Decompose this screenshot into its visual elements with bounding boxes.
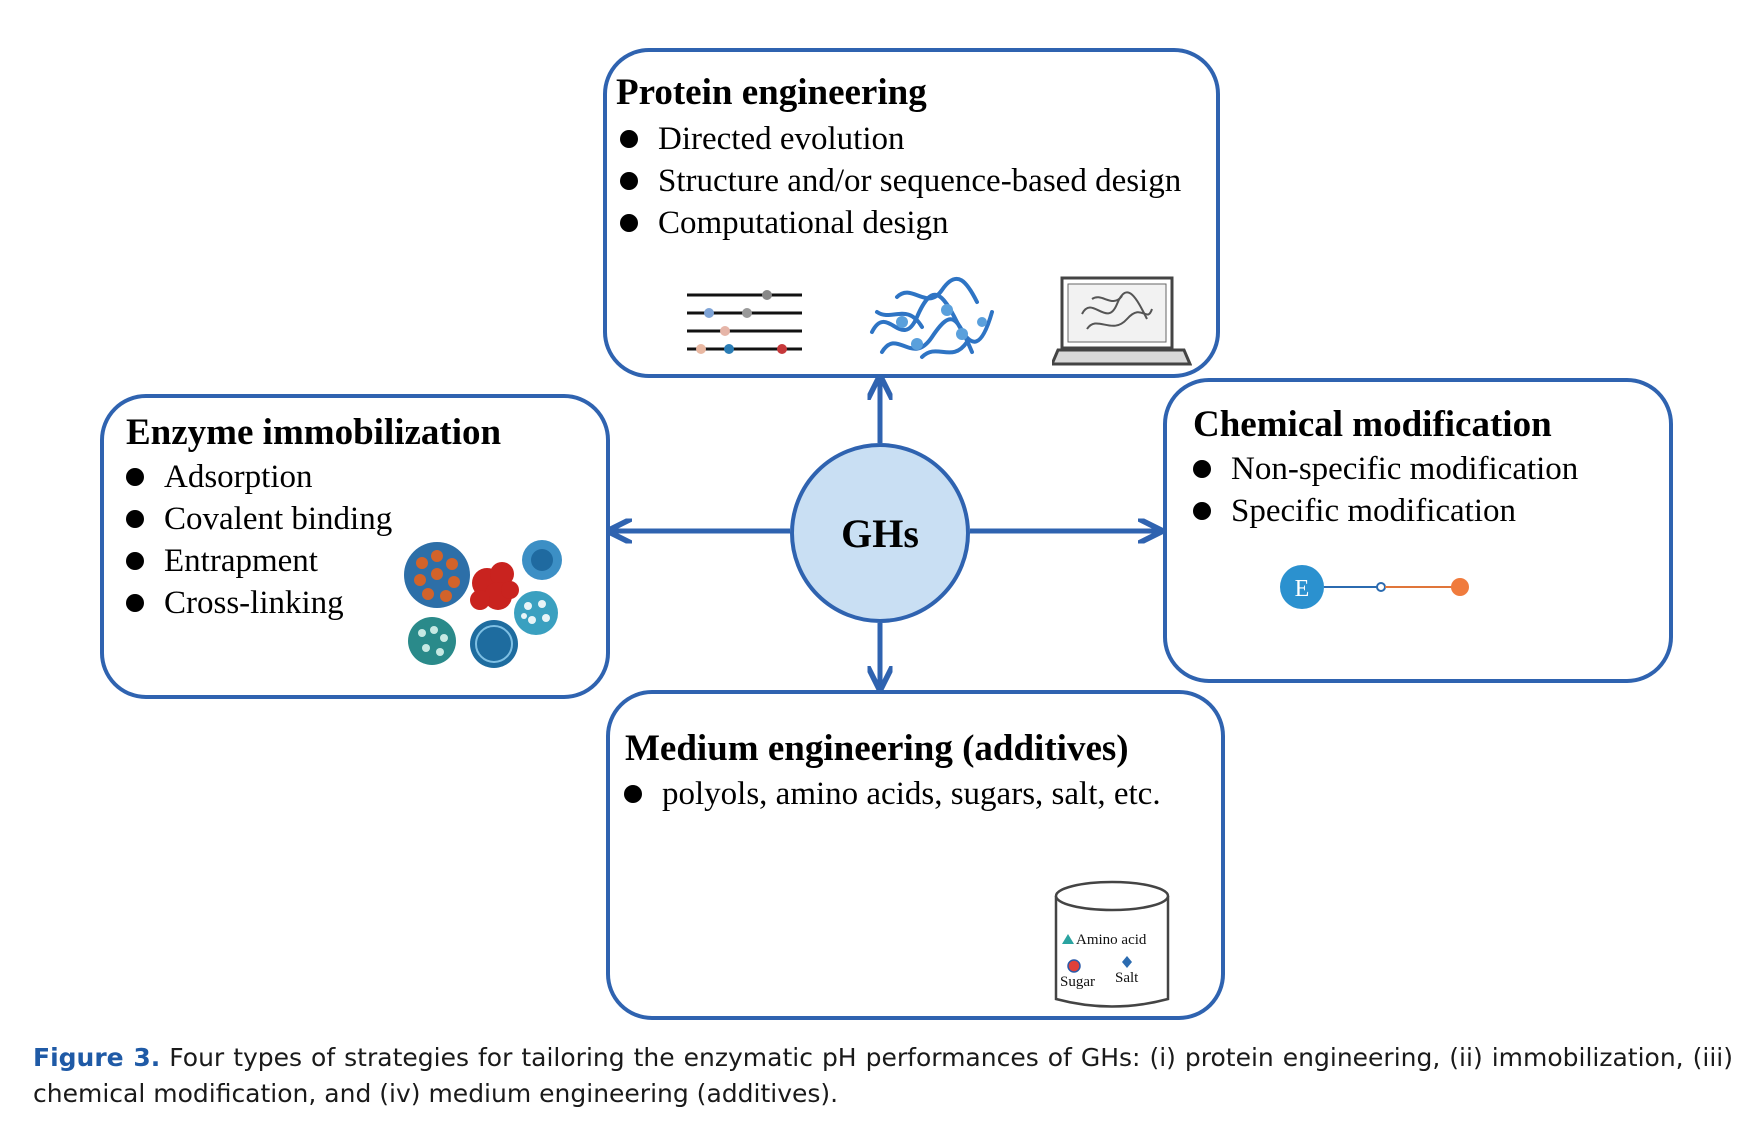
list-item: Structure and/or sequence-based design xyxy=(616,160,1181,202)
medium-engineering-list: polyols, amino acids, sugars, salt, etc. xyxy=(620,773,1161,815)
mutation-lines-icon xyxy=(687,290,802,354)
chemical-modification-box: Chemical modification Non-specific modif… xyxy=(1163,378,1673,683)
laptop-icon xyxy=(1052,276,1192,366)
medium-engineering-title: Medium engineering (additives) xyxy=(625,728,1129,769)
list-item: Covalent binding xyxy=(122,498,392,540)
salt-label: Salt xyxy=(1115,970,1139,986)
sugar-label: Sugar xyxy=(1060,974,1095,990)
medium-engineering-box: Medium engineering (additives) polyols, … xyxy=(606,690,1225,1020)
list-item: Entrapment xyxy=(122,540,392,582)
additive-container-icon: Amino acid Sugar Salt xyxy=(1054,880,1170,1008)
enzyme-immobilization-list: Adsorption Covalent binding Entrapment C… xyxy=(122,456,392,624)
amino-acid-label: Amino acid xyxy=(1076,932,1147,948)
enzyme-label: E xyxy=(1295,576,1310,602)
caption-text: Four types of strategies for tailoring t… xyxy=(33,1043,1733,1108)
list-item: Computational design xyxy=(616,202,1181,244)
enzyme-immobilization-box: Enzyme immobilization Adsorption Covalen… xyxy=(100,394,610,699)
figure-caption: Figure 3. Four types of strategies for t… xyxy=(33,1040,1733,1112)
protein-structure-icon xyxy=(870,276,994,359)
ghs-hub: GHs xyxy=(790,443,970,623)
list-item: Cross-linking xyxy=(122,582,392,624)
enzyme-immobilization-title: Enzyme immobilization xyxy=(126,412,502,453)
protein-engineering-box: Protein engineering Directed evolution S… xyxy=(603,48,1220,378)
protein-engineering-list: Directed evolution Structure and/or sequ… xyxy=(616,118,1181,244)
list-item: Specific modification xyxy=(1189,490,1578,532)
chemical-modification-title: Chemical modification xyxy=(1193,404,1552,445)
immobilized-particles-icon xyxy=(404,540,562,668)
chemical-modification-list: Non-specific modification Specific modif… xyxy=(1189,448,1578,532)
enzyme-conjugate-icon: E xyxy=(1280,565,1469,609)
list-item: Non-specific modification xyxy=(1189,448,1578,490)
protein-engineering-title: Protein engineering xyxy=(616,72,927,113)
list-item: Adsorption xyxy=(122,456,392,498)
list-item: polyols, amino acids, sugars, salt, etc. xyxy=(620,773,1161,815)
list-item: Directed evolution xyxy=(616,118,1181,160)
caption-label: Figure 3. xyxy=(33,1043,161,1072)
